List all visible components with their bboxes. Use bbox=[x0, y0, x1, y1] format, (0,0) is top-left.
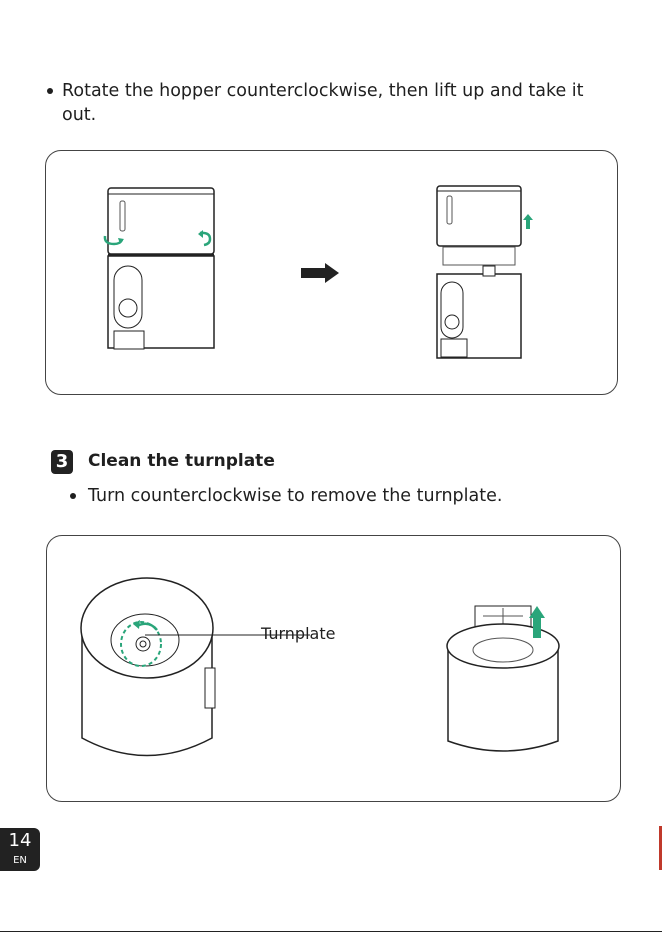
bottom-rule bbox=[0, 931, 662, 932]
language-label: EN bbox=[0, 855, 40, 866]
turnplate-instruction: Turn counterclockwise to remove the turn… bbox=[88, 484, 608, 508]
lift-up-arrow-icon bbox=[523, 214, 533, 230]
turnplate-lifted-illustration bbox=[443, 576, 573, 766]
arrow-right-icon bbox=[301, 263, 341, 283]
rotate-right-arrow-icon bbox=[196, 230, 216, 248]
hopper-illustration-panel bbox=[45, 150, 618, 395]
page-number-tab: 14 EN bbox=[0, 828, 40, 871]
base-top-view-illustration bbox=[77, 578, 227, 758]
rotate-left-arrow-icon bbox=[102, 232, 126, 248]
feeder-separated-illustration bbox=[435, 184, 535, 364]
hopper-instruction: Rotate the hopper counterclockwise, then… bbox=[62, 79, 622, 127]
feeder-assembled-illustration bbox=[106, 186, 226, 366]
bullet-dot bbox=[47, 88, 53, 94]
turnplate-illustration-panel: Turnplate bbox=[46, 535, 621, 802]
bullet-dot bbox=[70, 493, 76, 499]
section-heading: Clean the turnplate bbox=[88, 451, 275, 471]
page-number: 14 bbox=[0, 830, 40, 851]
step-number-badge: 3 bbox=[51, 450, 73, 474]
turnplate-callout-label: Turnplate bbox=[261, 624, 335, 643]
